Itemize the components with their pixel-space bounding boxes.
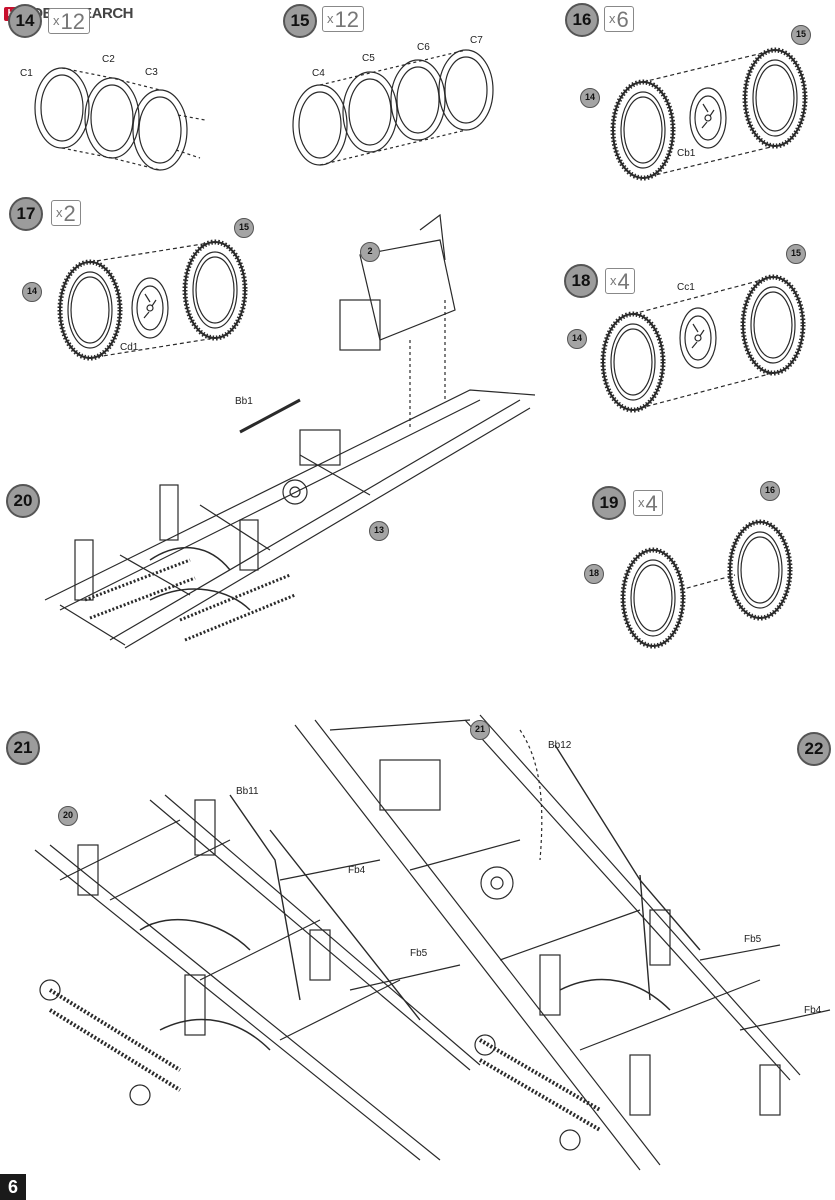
step20-chassis [44,213,536,649]
label-c3: C3 [145,67,158,78]
page-number: 6 [0,1174,26,1200]
step-14-number: 14 [8,4,42,38]
step-16-number: 16 [565,3,599,37]
step-17-number: 17 [9,197,43,231]
ref-circle: 15 [234,218,254,238]
ref-circle: 20 [58,806,78,826]
label-c1: C1 [20,68,33,79]
step-15-multiplier: x12 [322,6,364,32]
step-17-multiplier: x2 [51,200,81,226]
step19-wheels [623,522,790,646]
ref-circle: 2 [360,242,380,262]
step-16-multiplier: x6 [604,6,634,32]
step16-wheel [613,50,805,178]
step18-wheel [603,277,803,410]
step-19-number: 19 [592,486,626,520]
step-20-number: 20 [6,484,40,518]
label-cc1: Cc1 [677,282,695,293]
ref-circle: 15 [786,244,806,264]
ref-circle: 14 [22,282,42,302]
label-bb11: Bb11 [236,786,259,797]
label-c7: C7 [470,35,483,46]
label-c5: C5 [362,53,375,64]
step21-chassis [34,794,481,1161]
step-18-number: 18 [564,264,598,298]
step15-rings [292,49,494,166]
label-fb4-step22: Fb4 [804,1005,822,1016]
ref-circle: 14 [580,88,600,108]
ref-circle: 13 [369,521,389,541]
label-c2: C2 [102,54,115,65]
ref-circle: 14 [567,329,587,349]
label-fb4-step21: Fb4 [348,865,366,876]
ref-circle: 21 [470,720,490,740]
step-19-multiplier: x4 [633,490,663,516]
label-cd1: Cd1 [120,342,139,353]
step-14-multiplier: x12 [48,8,90,34]
label-cb1: Cb1 [677,148,696,159]
label-fb5-step22: Fb5 [744,934,762,945]
label-c6: C6 [417,42,430,53]
step14-rings [34,67,206,171]
step17-wheel [60,242,245,358]
ref-circle: 18 [584,564,604,584]
label-bb12: Bb12 [548,740,572,751]
step-21-number: 21 [6,731,40,765]
label-fb5-step21: Fb5 [410,948,428,959]
ref-circle: 15 [791,25,811,45]
step-22-number: 22 [797,732,831,766]
step22-chassis [294,714,831,1171]
label-bb1: Bb1 [235,396,253,407]
label-c4: C4 [312,68,325,79]
step-18-multiplier: x4 [605,268,635,294]
step-15-number: 15 [283,4,317,38]
ref-circle: 16 [760,481,780,501]
